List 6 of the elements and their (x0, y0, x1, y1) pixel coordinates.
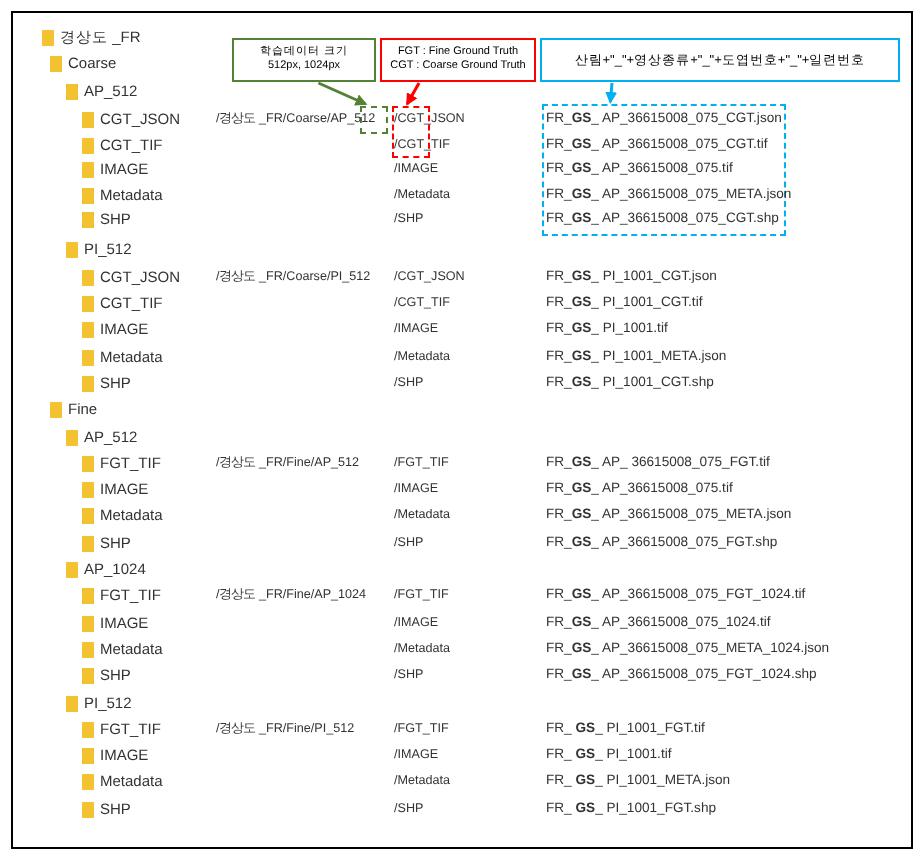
callout-pointer (317, 81, 368, 106)
callout-box (540, 38, 900, 82)
callout-pointer (405, 82, 421, 106)
callout-box (232, 38, 376, 82)
callout-pointer (605, 82, 618, 104)
callout-box (380, 38, 536, 82)
